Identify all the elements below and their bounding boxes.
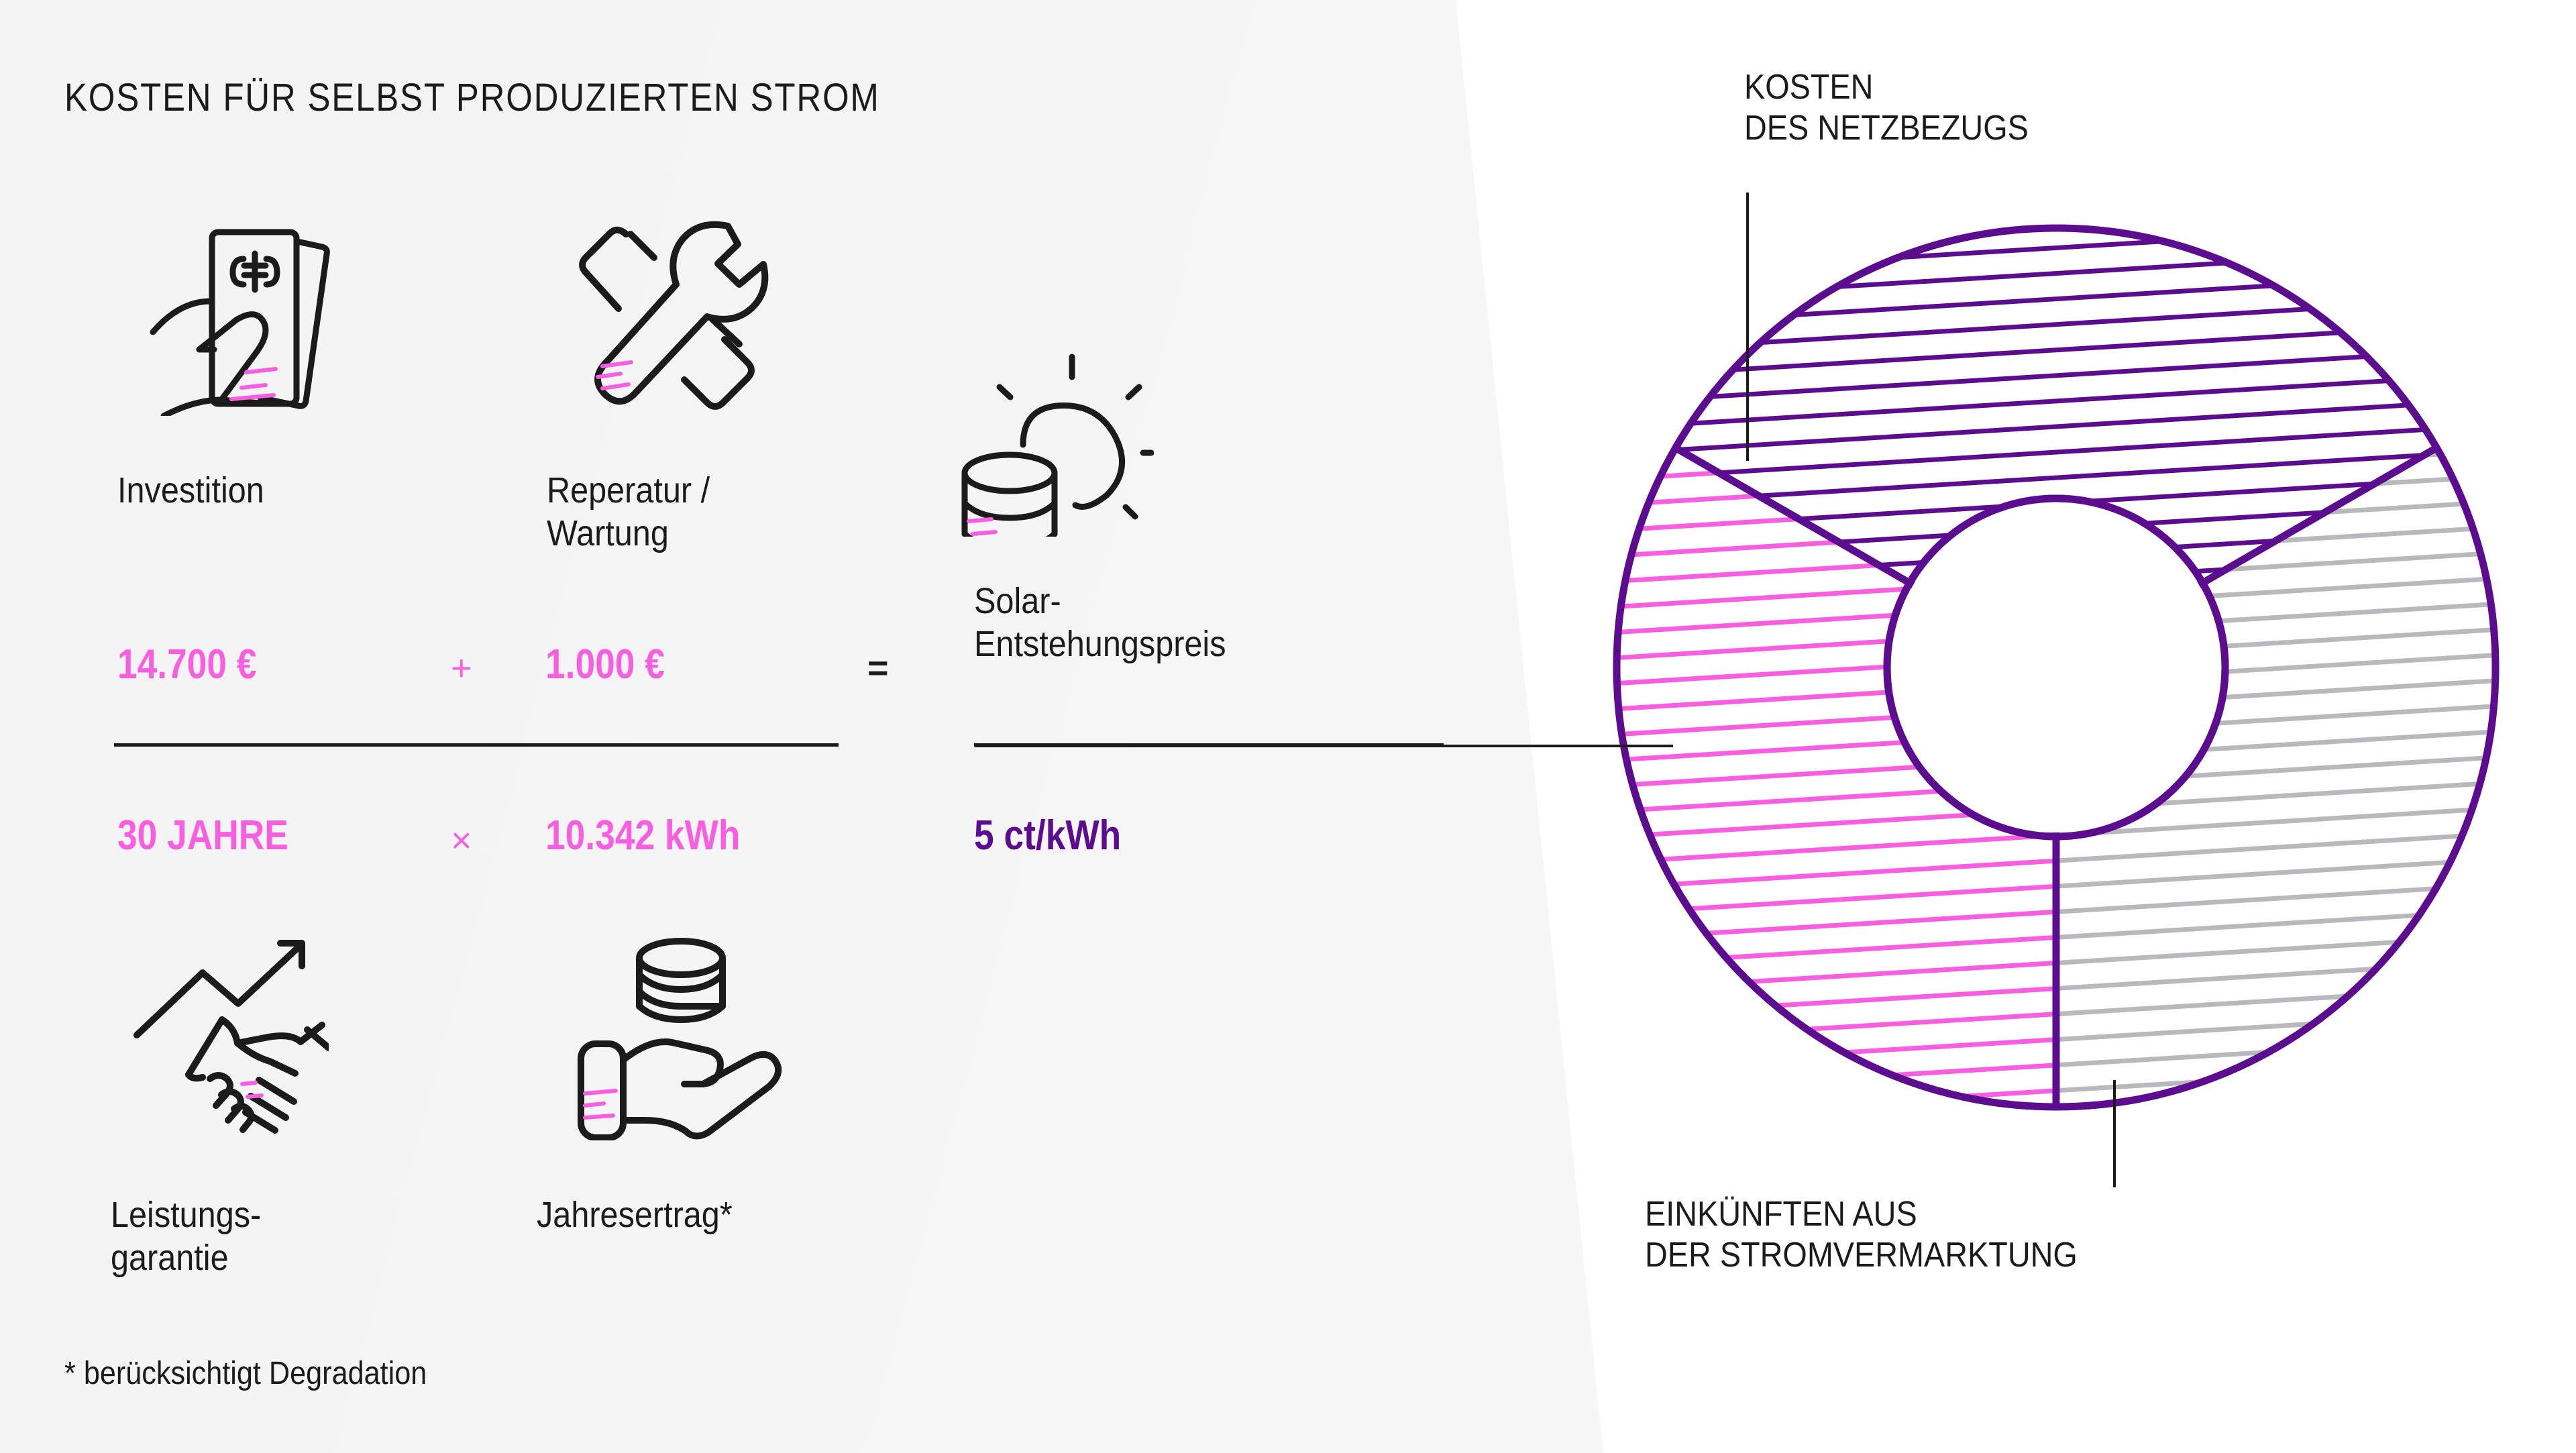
value-solar-entstehungspreis: 5 ct/kWh — [974, 812, 1122, 859]
wrench-screwdriver-icon — [557, 201, 775, 423]
leader-line-bottom — [2113, 1080, 2116, 1187]
operator-plus: + — [451, 648, 472, 688]
label-reparatur-wartung: Reperatur / Wartung — [547, 470, 710, 553]
label-leistungsgarantie: Leistungs- garantie — [111, 1195, 262, 1278]
value-leistungsgarantie: 30 JAHRE — [117, 812, 288, 859]
hand-holding-banknotes-icon — [121, 195, 342, 419]
chart-label-kosten-netzbezug: KOSTEN DES NETZBEZUGS — [1744, 68, 2029, 148]
hand-holding-coins-icon — [570, 926, 798, 1144]
footnote: * berücksichtigt Degradation — [64, 1356, 427, 1391]
label-jahresertrag: Jahresertrag* — [537, 1195, 733, 1235]
handshake-growth-arrow-icon — [101, 919, 332, 1137]
label-solar-entstehungspreis: Solar- Entstehungspreis — [974, 581, 1226, 664]
operator-equals: = — [867, 648, 889, 688]
fraction-bar-left — [114, 743, 839, 747]
leader-line-to-chart — [975, 745, 1673, 747]
value-reparatur-wartung: 1.000 € — [545, 641, 665, 688]
background-panel — [0, 0, 1603, 1453]
leader-line-top — [1746, 193, 1749, 461]
page-title: KOSTEN FÜR SELBST PRODUZIERTEN STROM — [64, 76, 880, 119]
chart-label-einkuenfte: EINKÜNFTEN AUS DER STROMVERMARKTUNG — [1645, 1195, 2078, 1275]
operator-times: × — [451, 820, 472, 861]
donut-chart — [1610, 221, 2502, 1114]
value-investition: 14.700 € — [117, 641, 257, 688]
value-jahresertrag: 10.342 kWh — [545, 812, 741, 859]
coins-sun-icon — [953, 335, 1155, 551]
label-investition: Investition — [117, 470, 264, 510]
